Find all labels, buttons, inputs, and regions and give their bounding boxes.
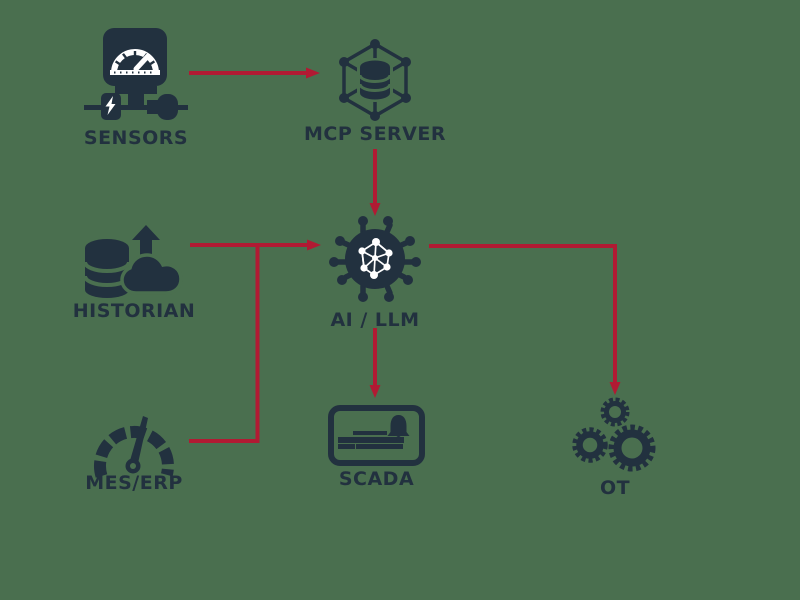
network-cube-database-icon <box>339 39 411 121</box>
node-ot-label: OT <box>599 477 631 499</box>
arrowhead-historian-to-ai <box>307 239 321 251</box>
node-ai-llm-label: AI / LLM <box>330 309 420 331</box>
arrow-ai-to-ot-line <box>429 244 617 383</box>
node-sensors: SENSORS <box>68 26 204 148</box>
node-scada-label: SCADA <box>338 468 415 490</box>
node-ot: OT <box>570 393 660 498</box>
hmi-panel-alert-bell-icon <box>328 405 425 466</box>
gears-icon <box>572 397 656 472</box>
node-mcp-server-label: MCP SERVER <box>304 123 446 145</box>
arrow-mes-join-line <box>189 245 260 443</box>
database-cloud-upload-icon <box>83 225 183 298</box>
node-historian: HISTORIAN <box>72 220 196 322</box>
arrowhead-ai-to-scada <box>369 385 381 398</box>
node-ai-llm: AI / LLM <box>323 211 427 330</box>
node-sensors-label: SENSORS <box>83 127 189 149</box>
ai-chip-neural-network-icon <box>329 216 421 302</box>
node-scada: SCADA <box>328 405 425 489</box>
node-mes-erp-label: MES/ERP <box>85 472 183 494</box>
speedometer-icon <box>93 416 174 478</box>
node-mes-erp: MES/ERP <box>85 412 183 494</box>
node-mcp-server: MCP SERVER <box>304 39 446 145</box>
pressure-gauge-plug-icon <box>84 28 188 120</box>
node-historian-label: HISTORIAN <box>72 300 196 322</box>
